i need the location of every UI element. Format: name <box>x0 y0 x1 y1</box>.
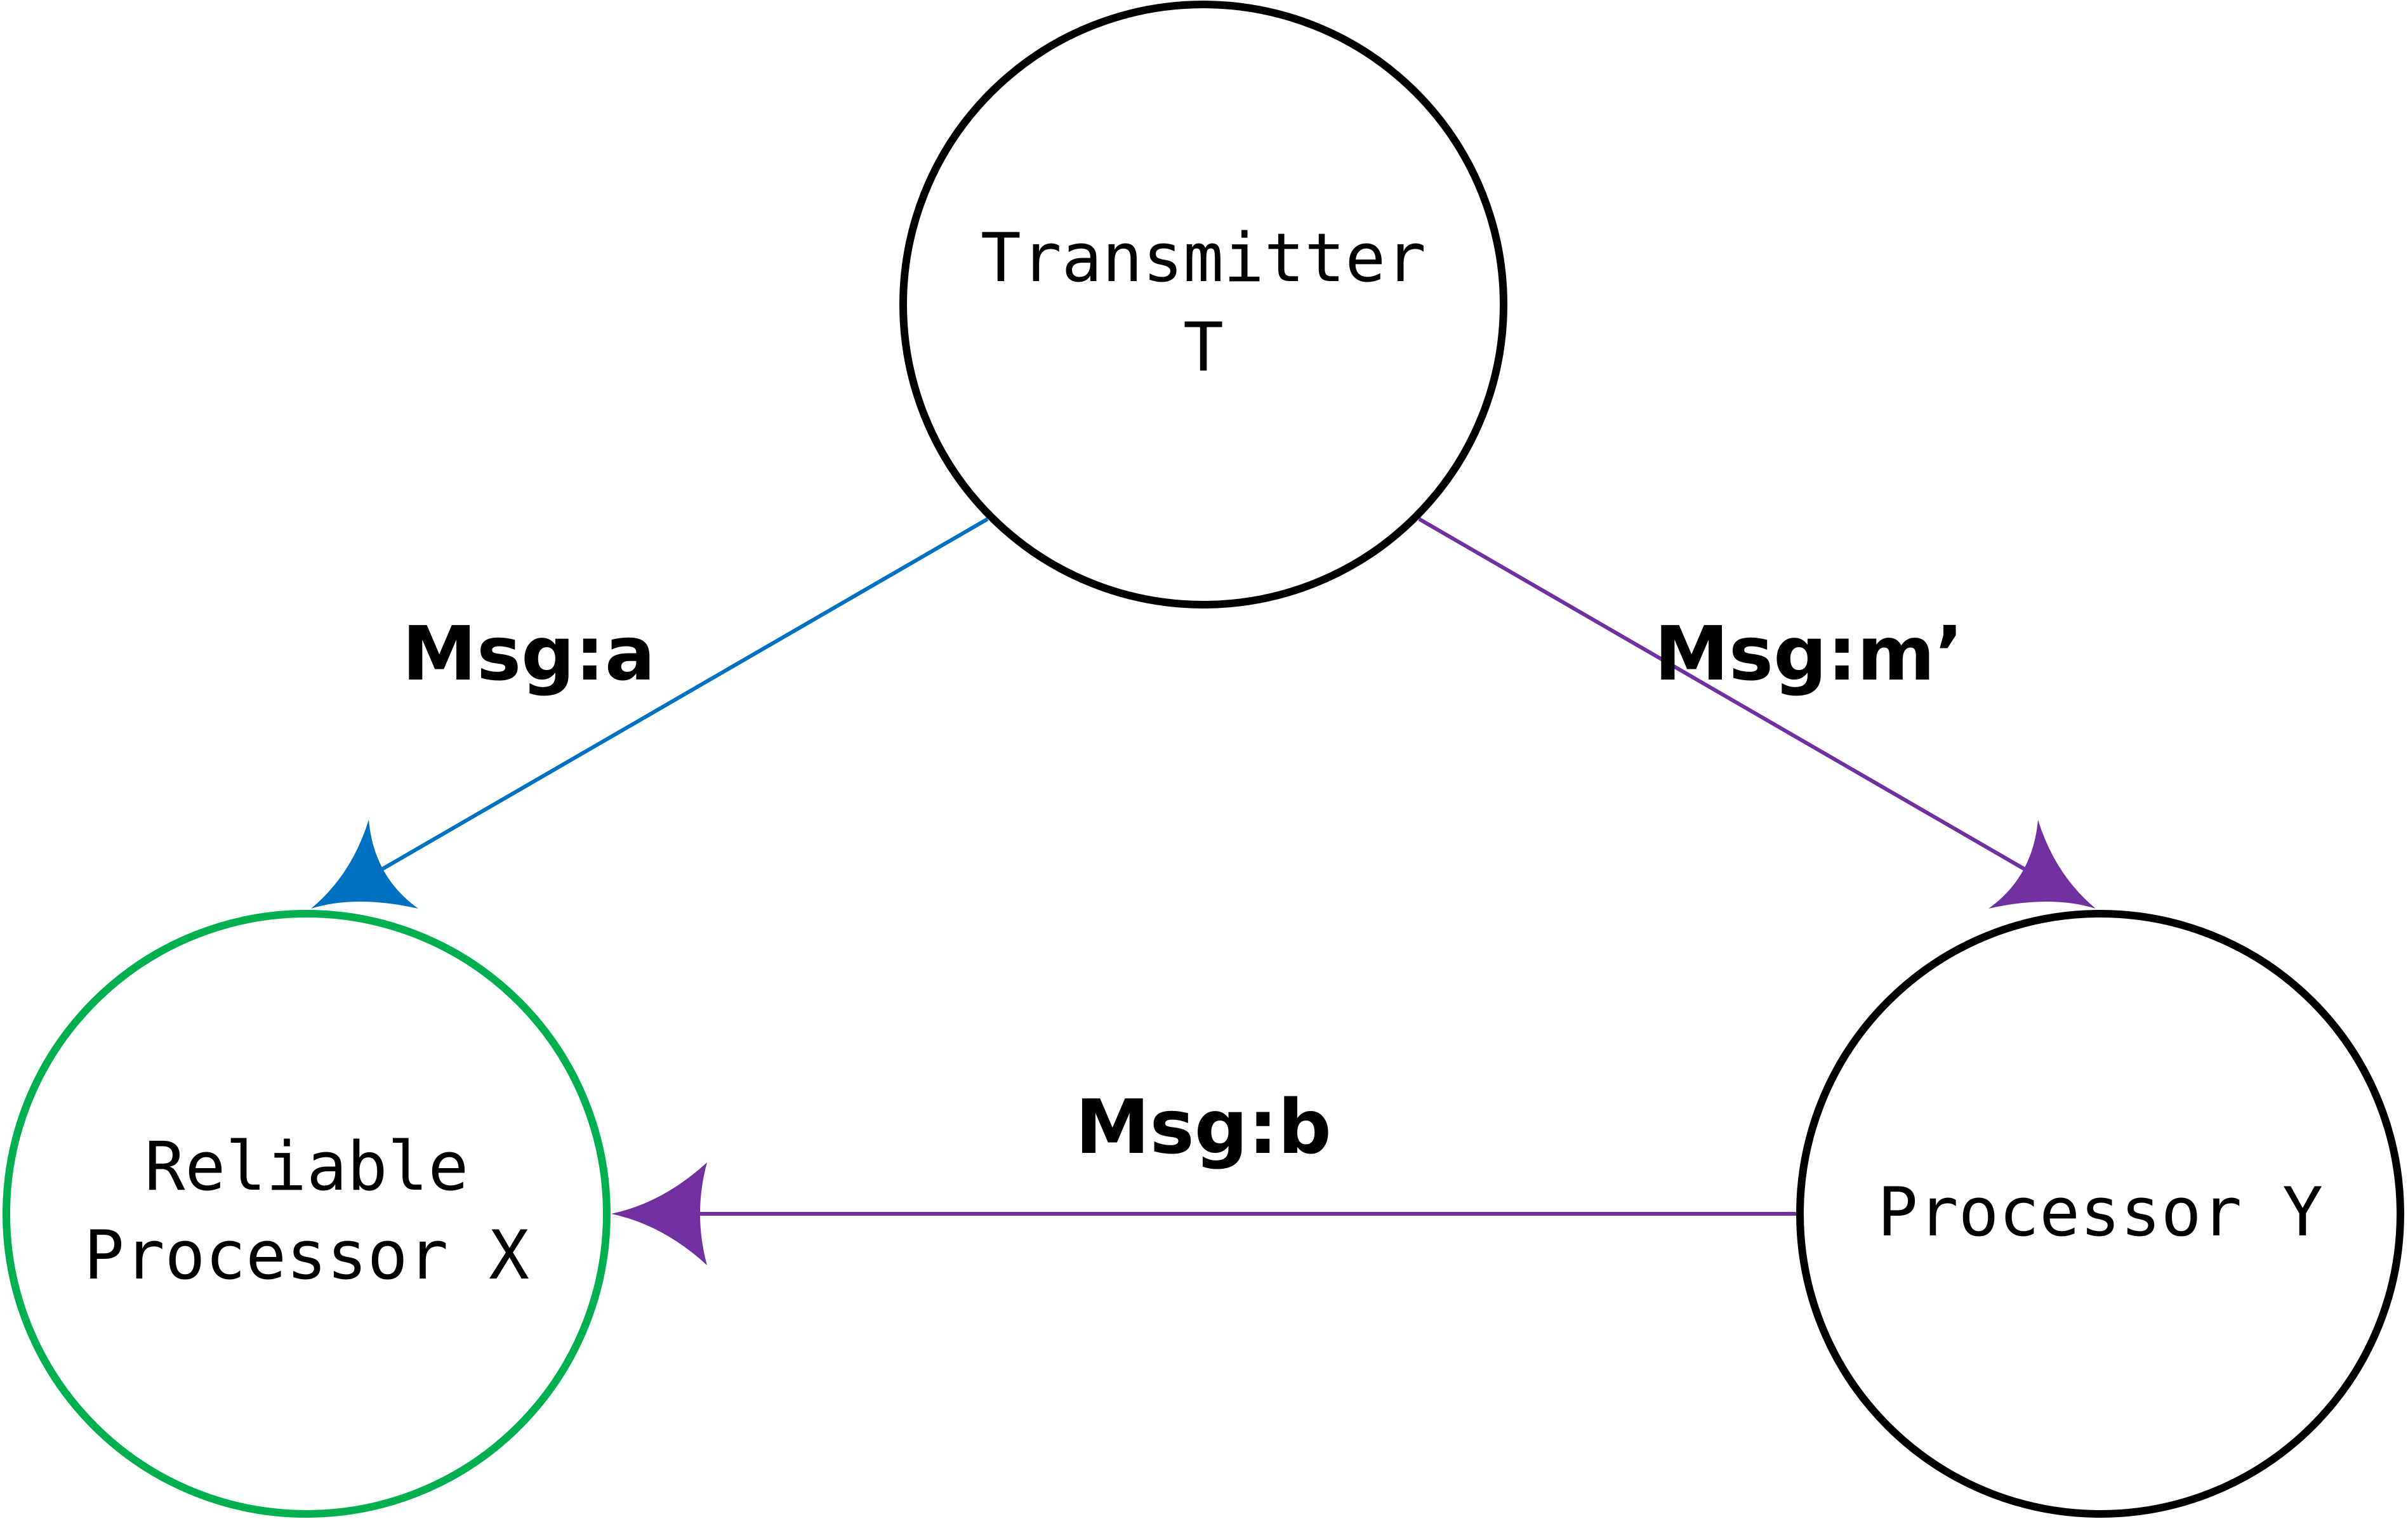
node-processor-y-label: Processor Y <box>1877 1173 2323 1251</box>
edge-transmitter-to-processor-y <box>1418 517 2027 872</box>
node-processor-x-label-line1: Reliable <box>145 1128 469 1206</box>
node-processor-y-circle <box>1796 910 2404 1518</box>
node-transmitter-circle <box>899 1 1507 608</box>
arrowhead-processor-x-from-processor-y <box>611 1162 707 1265</box>
node-transmitter-label-line2: T <box>1183 308 1224 386</box>
node-transmitter: Transmitter T <box>899 1 1507 608</box>
node-transmitter-label-line1: Transmitter <box>981 219 1426 297</box>
node-processor-x: Reliable Processor X <box>3 910 611 1518</box>
edge-transmitter-to-processor-x <box>380 517 989 872</box>
edge-label-msg-m-prime: Msg:m’ <box>1654 610 1963 697</box>
node-processor-x-label-line2: Processor X <box>84 1216 529 1294</box>
edge-label-msg-a: Msg:a <box>402 610 656 697</box>
node-processor-x-circle <box>3 910 611 1518</box>
node-processor-y: Processor Y <box>1796 910 2404 1518</box>
arrowhead-processor-x-from-transmitter <box>311 820 418 909</box>
edge-label-msg-b: Msg:b <box>1075 1083 1332 1171</box>
arrowhead-processor-y-from-transmitter <box>1988 820 2096 909</box>
